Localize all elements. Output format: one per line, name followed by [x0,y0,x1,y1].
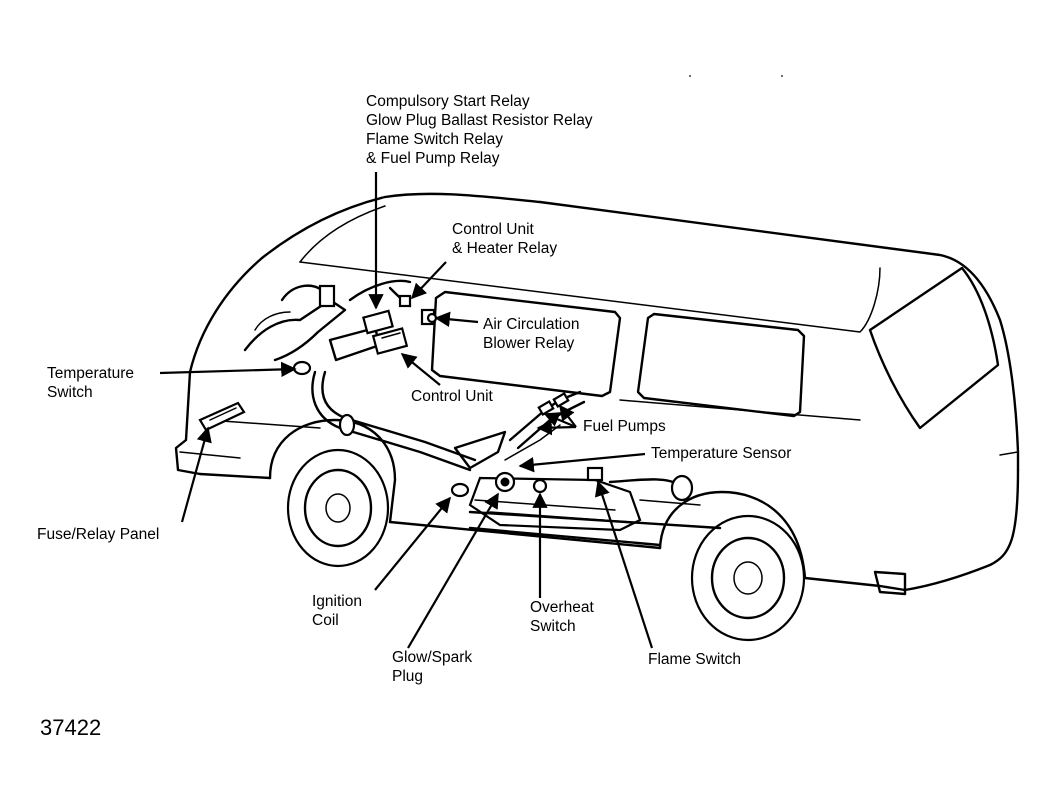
label-relays: Compulsory Start Relay Glow Plug Ballast… [366,92,593,168]
label-overheat-switch: Overheat Switch [530,598,594,636]
van-body [174,192,1020,596]
rear-wheel [690,514,806,642]
leader-lines [159,172,654,649]
label-control-heater: Control Unit & Heater Relay [452,220,557,258]
speck [689,75,691,77]
label-overheat-switch-line1: Overheat [530,599,594,616]
label-glow-spark-plug-line1: Glow/Spark [392,649,473,666]
label-control-heater-line2: & Heater Relay [452,240,558,257]
label-temperature-sensor: Temperature Sensor [651,445,792,462]
label-relays-line2: Glow Plug Ballast Resistor Relay [366,112,593,129]
label-air-circulation: Air Circulation Blower Relay [483,315,579,353]
label-air-circulation-line1: Air Circulation [483,316,580,333]
label-ignition-coil-line1: Ignition [312,593,362,610]
label-ignition-coil: Ignition Coil [312,592,362,630]
front-wheel [286,448,390,568]
label-fuse-relay-panel: Fuse/Relay Panel [37,526,160,543]
label-fuel-pumps: Fuel Pumps [583,418,666,435]
label-relays-line1: Compulsory Start Relay [366,93,530,110]
label-flame-switch: Flame Switch [648,651,742,668]
label-temperature-switch-line2: Switch [47,384,93,401]
figure-number: 37422 [40,715,102,740]
label-glow-spark-plug: Glow/Spark Plug [392,648,472,686]
speck [781,75,783,77]
label-glow-spark-plug-line2: Plug [392,668,424,685]
label-control-unit: Control Unit [411,388,493,405]
label-air-circulation-line2: Blower Relay [483,335,575,352]
label-overheat-switch-line2: Switch [530,618,576,635]
label-ignition-coil-line2: Coil [312,612,339,629]
label-temperature-switch-line1: Temperature [47,365,135,382]
label-relays-line4: & Fuel Pump Relay [366,150,500,167]
label-control-heater-line1: Control Unit [452,221,534,238]
label-temperature-switch: Temperature Switch [47,364,134,402]
label-relays-line3: Flame Switch Relay [366,131,503,148]
